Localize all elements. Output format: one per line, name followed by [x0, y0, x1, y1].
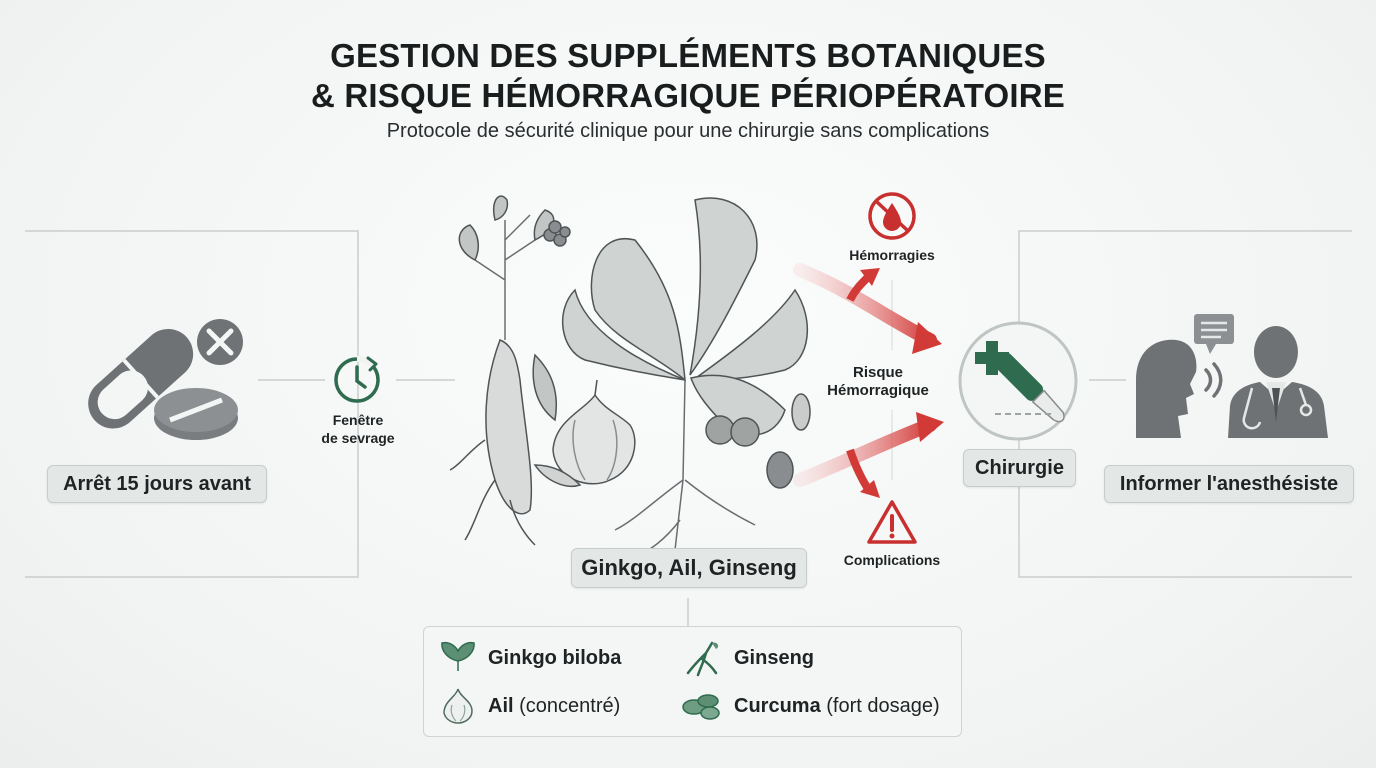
botanical-illustration	[449, 195, 811, 559]
warning-icon	[867, 500, 917, 544]
page-title-line2: & RISQUE HÉMORRAGIQUE PÉRIOPÉRATOIRE	[310, 77, 1066, 114]
ginkgo-leaf-icon	[441, 641, 475, 671]
risk-arrows	[793, 263, 944, 498]
ginseng-root-icon	[686, 641, 719, 677]
legend-turmeric-icon	[680, 687, 724, 728]
complications-label: Complications	[843, 552, 941, 568]
scalpel-cross-icon	[958, 321, 1078, 441]
stop-15-days-label: Arrêt 15 jours avant	[47, 465, 267, 503]
ginseng-root-icon	[449, 195, 571, 546]
plants-legend: Ginkgo biloba Ginseng Ail (concentré) Cu…	[423, 626, 962, 737]
leaf-detail	[532, 353, 557, 422]
plants-label: Ginkgo, Ail, Ginseng	[571, 548, 807, 588]
turmeric-icon	[682, 694, 720, 720]
pills-icon	[88, 319, 243, 440]
page-subtitle: Protocole de sécurité clinique pour une …	[386, 120, 990, 142]
page-title-line1: GESTION DES SUPPLÉMENTS BOTANIQUES	[330, 37, 1046, 74]
legend-ginseng-icon	[682, 639, 722, 682]
patient-doctor-icon	[1136, 314, 1328, 438]
legend-garlic-icon	[438, 685, 478, 730]
bleeding-risk-label: Risque Hémorragique	[827, 364, 929, 399]
legend-item-turmeric: Curcuma (fort dosage)	[734, 695, 940, 717]
ginkgo-leaves	[561, 197, 808, 559]
legend-item-ginseng: Ginseng	[734, 647, 815, 669]
bleeding-label: Hémorragies	[849, 247, 935, 263]
turmeric-seed	[766, 393, 811, 489]
inform-anesthesist-label: Informer l'anesthésiste	[1104, 465, 1354, 503]
legend-item-garlic: Ail (concentré)	[488, 695, 621, 717]
no-bleeding-icon	[868, 192, 916, 240]
legend-item-ginkgo: Ginkgo biloba	[488, 647, 622, 669]
garlic-icon	[443, 688, 473, 724]
clock-icon	[334, 356, 380, 403]
garlic-icon	[533, 379, 636, 487]
surgery-label: Chirurgie	[963, 449, 1076, 487]
legend-ginkgo-icon	[438, 639, 478, 680]
withdrawal-window-label: Fenêtre de sevrage	[321, 412, 395, 446]
